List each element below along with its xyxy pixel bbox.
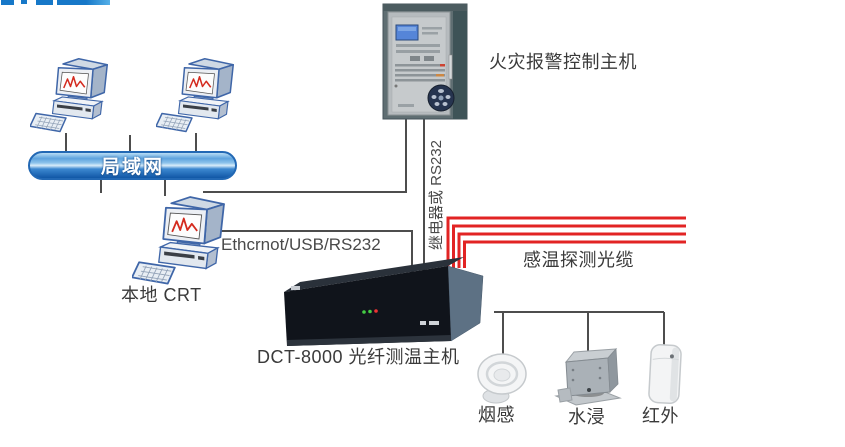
clipped-title-fragment [57,0,110,5]
relay-link-label: 继电器或 RS232 [428,139,445,251]
workstation-pc-icon [156,57,235,133]
clipped-title-fragment [21,0,27,4]
local-crt-label: 本地 CRT [121,285,202,305]
smoke-detector-icon [477,353,527,404]
clipped-title-fragment [1,0,14,5]
connector-lines [65,118,665,354]
sensor-label-smoke: 烟感 [478,405,515,425]
lan-bus: 局域网 [28,151,237,180]
lan-label: 局域网 [100,157,164,178]
clipped-title-fragment [36,0,53,5]
temperature-cable-lines [446,216,686,268]
sensor-label-infrared: 红外 [642,406,679,426]
ethernet-link-label: Ethcrnot/USB/RS232 [221,235,381,254]
fire-to-crt-line [203,118,407,193]
sensor-label-water: 水浸 [568,407,605,427]
water-sensor-icon [554,348,622,406]
dct-led-green [362,310,366,314]
ethernet-line [215,230,413,276]
dct-logo-mark [291,286,300,290]
dct-led-green [368,309,372,314]
cable-label: 感温探测光缆 [523,250,634,270]
local-crt-pc-icon [132,196,225,285]
infrared-sensor-icon [648,343,682,405]
panel-door-handle [448,54,453,80]
fire-alarm-host-device [382,3,468,120]
dct-led-red [374,309,378,313]
dct-host-label: DCT-8000 光纤测温主机 [257,347,460,367]
dct-8000-device [284,257,484,346]
fire-host-label: 火灾报警控制主机 [489,52,637,72]
workstation-pc-icon [30,57,109,133]
